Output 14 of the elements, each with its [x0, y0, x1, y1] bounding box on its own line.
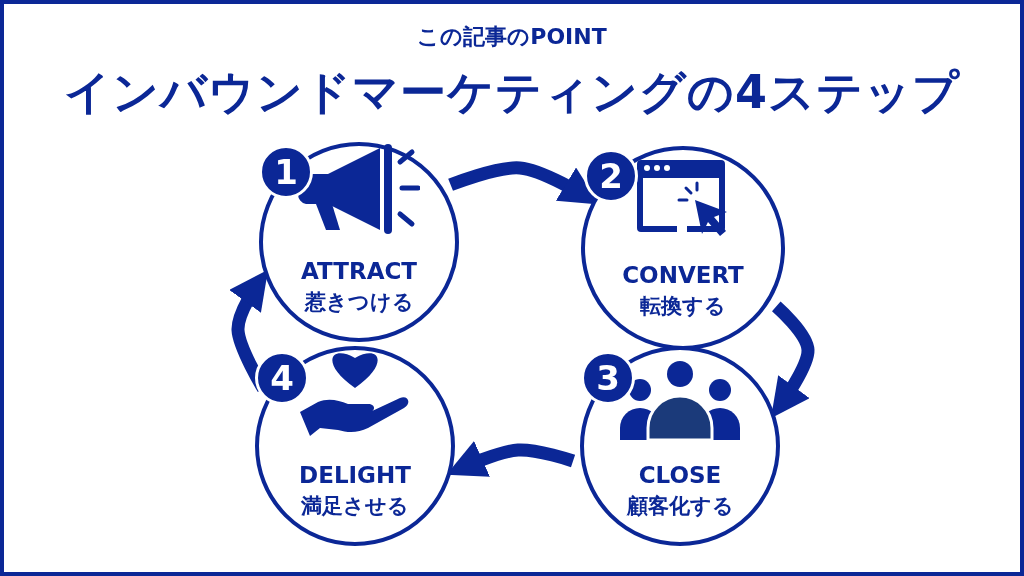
step-number: 2: [584, 149, 638, 203]
step-label-japanese: 惹きつける: [303, 289, 415, 316]
step-label-japanese: 転換する: [639, 293, 727, 320]
step-label: CONVERT: [621, 262, 745, 288]
step-label: DELIGHT: [298, 462, 412, 488]
step-number: 4: [255, 351, 309, 405]
step-label: CLOSE: [637, 462, 723, 488]
step-label-japanese: 顧客化する: [625, 493, 735, 520]
subtitle: この記事のPOINT: [416, 23, 608, 51]
step-label: ATTRACT: [300, 258, 418, 284]
title: インバウンドマーケティングの4ステップ: [63, 64, 961, 121]
step-label-japanese: 満足させる: [300, 493, 410, 520]
step-number: 1: [259, 145, 313, 199]
step-number: 3: [581, 351, 635, 405]
